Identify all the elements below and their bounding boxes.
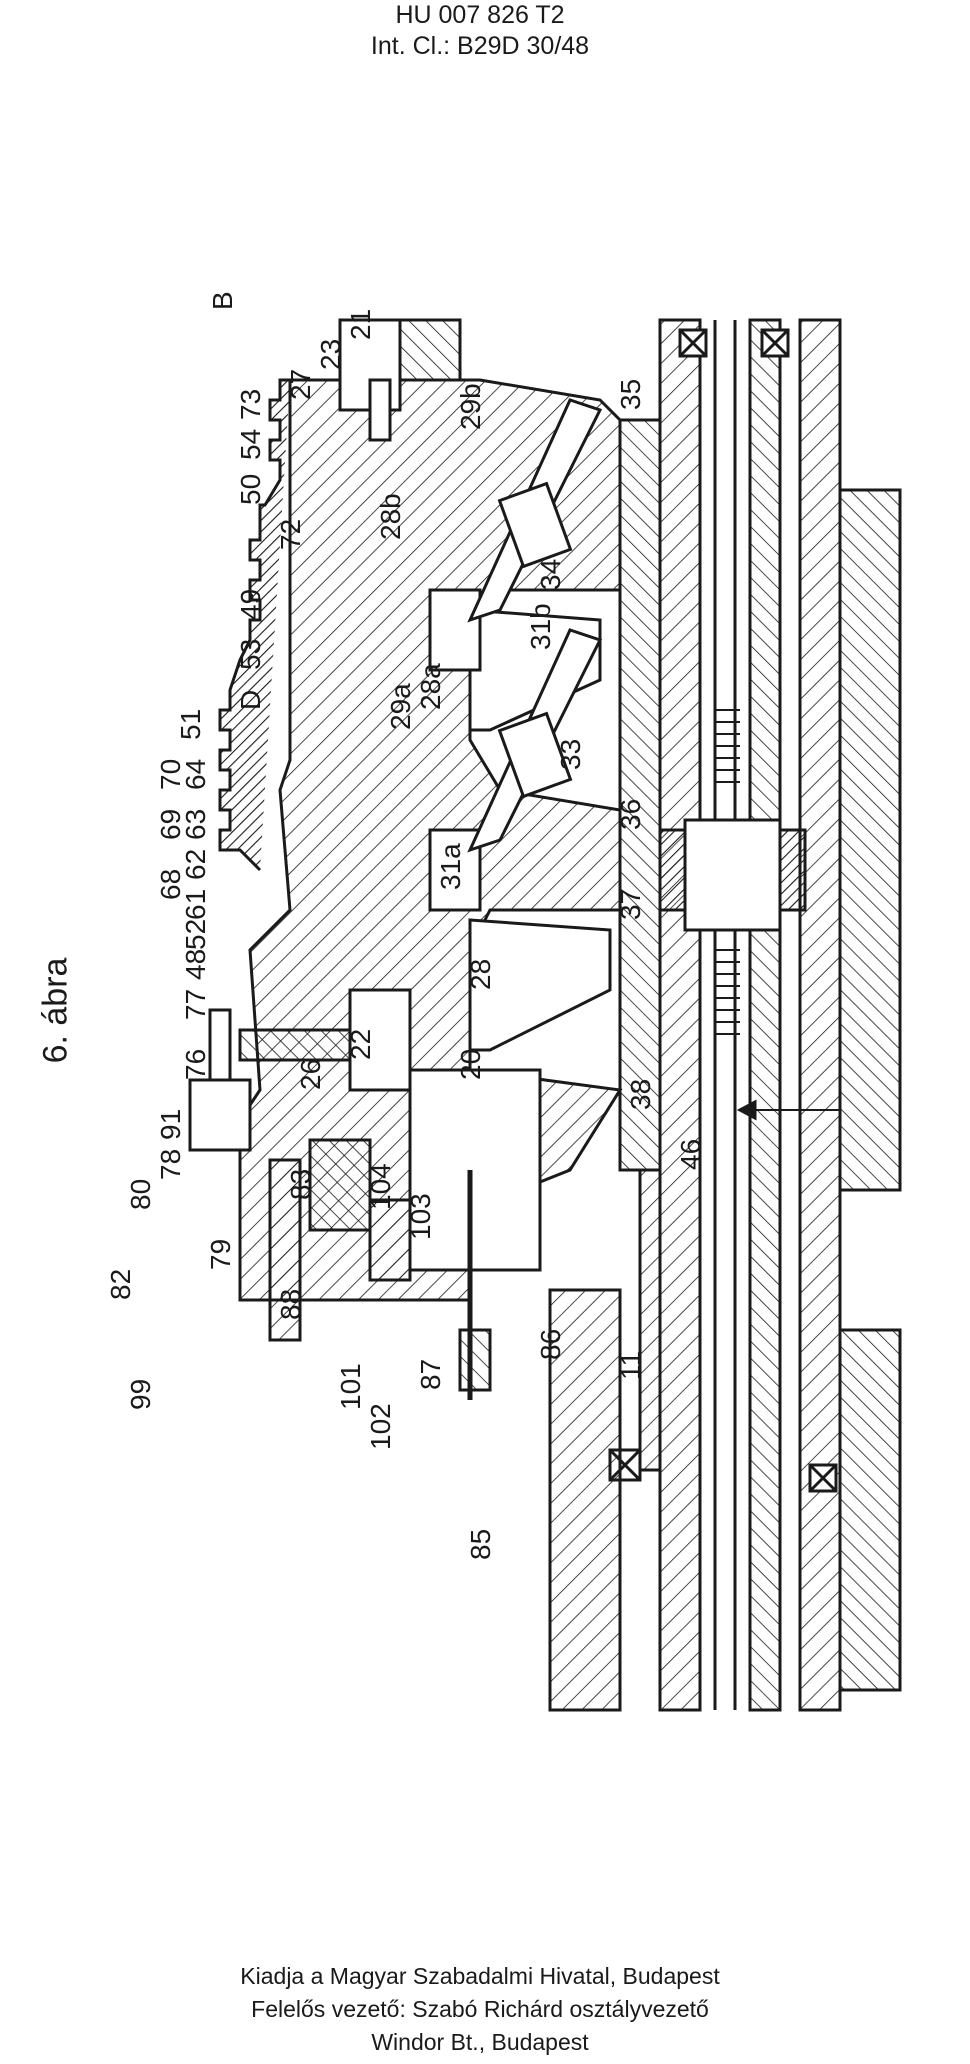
ref-35: 35 — [615, 379, 646, 410]
ref-49: 49 — [235, 589, 266, 620]
cavity-lower — [468, 918, 612, 1052]
block-78 — [188, 1078, 252, 1152]
ref-28b: 28b — [375, 493, 406, 540]
outer-housing-right — [798, 318, 842, 1712]
sleeve-85 — [548, 1288, 622, 1712]
ref-76: 76 — [180, 1049, 211, 1080]
ref-31a: 31a — [435, 843, 466, 890]
slider-31b — [497, 481, 573, 569]
ref-28a: 28a — [415, 663, 446, 710]
pinion-support-left — [658, 828, 687, 912]
document-header: HU 007 826 T2 Int. Cl.: B29D 30/48 — [0, 0, 960, 62]
ref-77: 77 — [180, 989, 211, 1020]
block-22 — [348, 988, 412, 1092]
ref-33: 33 — [555, 739, 586, 770]
plate-79 — [268, 1158, 302, 1342]
ref-28: 28 — [465, 959, 496, 990]
ref-D: D — [235, 690, 266, 710]
ref-88: 88 — [275, 1289, 306, 1320]
ref-103: 103 — [405, 1193, 436, 1240]
drawing-svg: B 21 23 27 73 54 50 72 49 53 D 51 70 64 … — [105, 291, 902, 1712]
end-cap-21 — [398, 318, 462, 382]
ref-46: 46 — [675, 1139, 706, 1170]
ref-104: 104 — [365, 1163, 396, 1210]
inner-sleeve — [618, 418, 662, 1172]
rack-teeth-33 — [715, 709, 740, 783]
ref-54: 54 — [235, 429, 266, 460]
ref-52: 52 — [180, 919, 211, 950]
ref-37: 37 — [615, 889, 646, 920]
reference-labels: B 21 23 27 73 54 50 72 49 53 D 51 70 64 … — [105, 291, 706, 1560]
ref-29b: 29b — [455, 383, 486, 430]
ref-34: 34 — [535, 559, 566, 590]
ref-99: 99 — [125, 1379, 156, 1410]
pinion-support-right — [778, 828, 807, 912]
housing-block-lower — [838, 488, 902, 1192]
ref-68: 68 — [155, 869, 186, 900]
ref-85: 85 — [465, 1529, 496, 1560]
ref-53: 53 — [235, 639, 266, 670]
housing-block-bottom — [838, 1328, 902, 1692]
ref-22: 22 — [345, 1029, 376, 1060]
ref-27: 27 — [285, 369, 316, 400]
ref-26: 26 — [295, 1059, 326, 1090]
flange-76 — [238, 1028, 372, 1062]
ref-83: 83 — [285, 1169, 316, 1200]
pocket-1 — [428, 588, 482, 672]
ref-73: 73 — [235, 389, 266, 420]
printer-line: Windor Bt., Budapest — [371, 2029, 589, 2055]
ref-23: 23 — [315, 339, 346, 370]
ref-91: 91 — [155, 1109, 186, 1140]
ref-70: 70 — [155, 759, 186, 790]
ref-38: 38 — [625, 1079, 656, 1110]
ref-48: 48 — [180, 949, 211, 980]
figure-label-text: 6. ábra — [36, 957, 75, 1063]
ref-79: 79 — [205, 1239, 236, 1270]
drawing-geometry — [188, 318, 902, 1712]
ref-62: 62 — [180, 849, 211, 880]
figure-label: 6. ábra — [36, 935, 76, 1085]
segment-teeth — [218, 378, 290, 872]
ref-80: 80 — [125, 1179, 156, 1210]
ref-11: 11 — [615, 1351, 646, 1380]
outer-tube — [658, 318, 702, 1712]
ref-87: 87 — [415, 1359, 446, 1390]
ref-82: 82 — [105, 1269, 136, 1300]
responsible-line: Felelős vezető: Szabó Richárd osztályvez… — [251, 1996, 709, 2022]
slider-31a — [497, 711, 573, 799]
ref-51: 51 — [175, 709, 206, 740]
nut-101 — [458, 1328, 492, 1392]
ref-69: 69 — [155, 809, 186, 840]
ref-50: 50 — [235, 474, 266, 505]
ref-21: 21 — [345, 309, 376, 340]
ref-B: B — [207, 291, 238, 310]
ref-61: 61 — [180, 889, 211, 920]
ref-29a: 29a — [385, 683, 416, 730]
ref-63: 63 — [180, 809, 211, 840]
outer-tube-wall-2 — [748, 318, 782, 1712]
ref-78: 78 — [155, 1149, 186, 1180]
bracket-88 — [368, 1198, 412, 1282]
ref-20: 20 — [455, 1049, 486, 1080]
rack-teeth-38 — [715, 949, 740, 1035]
pinion-block — [683, 818, 782, 932]
ref-72: 72 — [275, 519, 306, 550]
document-footer: Kiadja a Magyar Szabadalmi Hivatal, Buda… — [0, 1960, 960, 2059]
ref-31b: 31b — [525, 603, 556, 650]
classification: Int. Cl.: B29D 30/48 — [370, 32, 590, 60]
ref-101: 101 — [335, 1363, 366, 1410]
bracket-83 — [308, 1138, 372, 1232]
ref-36: 36 — [615, 799, 646, 830]
patent-number: HU 007 826 T2 — [395, 1, 565, 29]
ref-64: 64 — [180, 759, 211, 790]
publisher-line: Kiadja a Magyar Szabadalmi Hivatal, Buda… — [240, 1963, 720, 1989]
shoulder-27 — [368, 378, 392, 442]
arrow-46-head — [736, 1099, 757, 1121]
sleeve-segment — [638, 1168, 662, 1472]
housing-20 — [408, 1068, 542, 1272]
ref-86: 86 — [535, 1329, 566, 1360]
ref-102: 102 — [365, 1403, 396, 1450]
technical-drawing: B 21 23 27 73 54 50 72 49 53 D 51 70 64 … — [105, 290, 970, 2010]
